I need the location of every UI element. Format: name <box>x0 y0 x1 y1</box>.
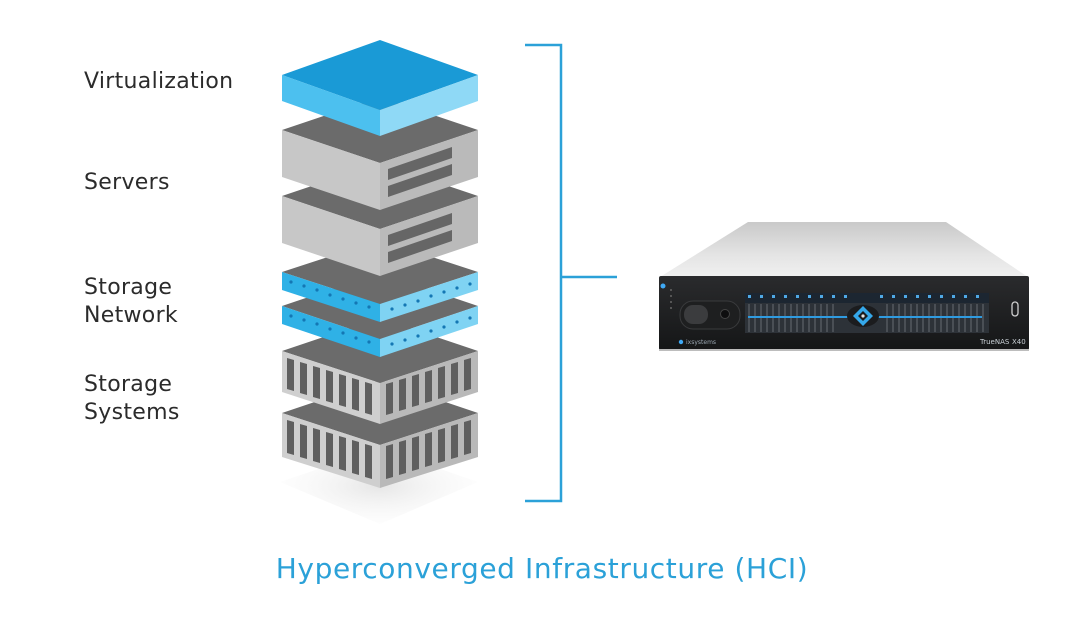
layer-label-storage-systems-1: Storage <box>84 372 173 397</box>
appliance-brand-text: ixsystems <box>686 339 717 346</box>
appliance-model-text: TrueNAS <box>980 338 1010 346</box>
storage-system-block-2 <box>282 380 478 488</box>
appliance-model-suffix: X40 <box>1012 338 1026 346</box>
drive-bays <box>745 293 989 333</box>
layer-label-servers: Servers <box>84 170 170 195</box>
layer-label-storage-systems-2: Systems <box>84 400 180 425</box>
power-led-icon <box>660 283 666 289</box>
diagram-caption: Hyperconverged Infrastructure (HCI) <box>275 552 809 585</box>
power-button-icon <box>684 305 708 324</box>
layer-label-storage-network-2: Network <box>84 303 178 328</box>
layer-label-virtualization: Virtualization <box>84 69 234 94</box>
rack-handle-icon <box>1011 301 1019 317</box>
appliance-lid <box>660 222 1028 277</box>
layer-label-storage-network-1: Storage <box>84 275 173 300</box>
virtualization-block <box>282 40 478 136</box>
ixsystems-logo-icon <box>678 339 684 345</box>
truenas-logo-icon <box>847 305 879 327</box>
